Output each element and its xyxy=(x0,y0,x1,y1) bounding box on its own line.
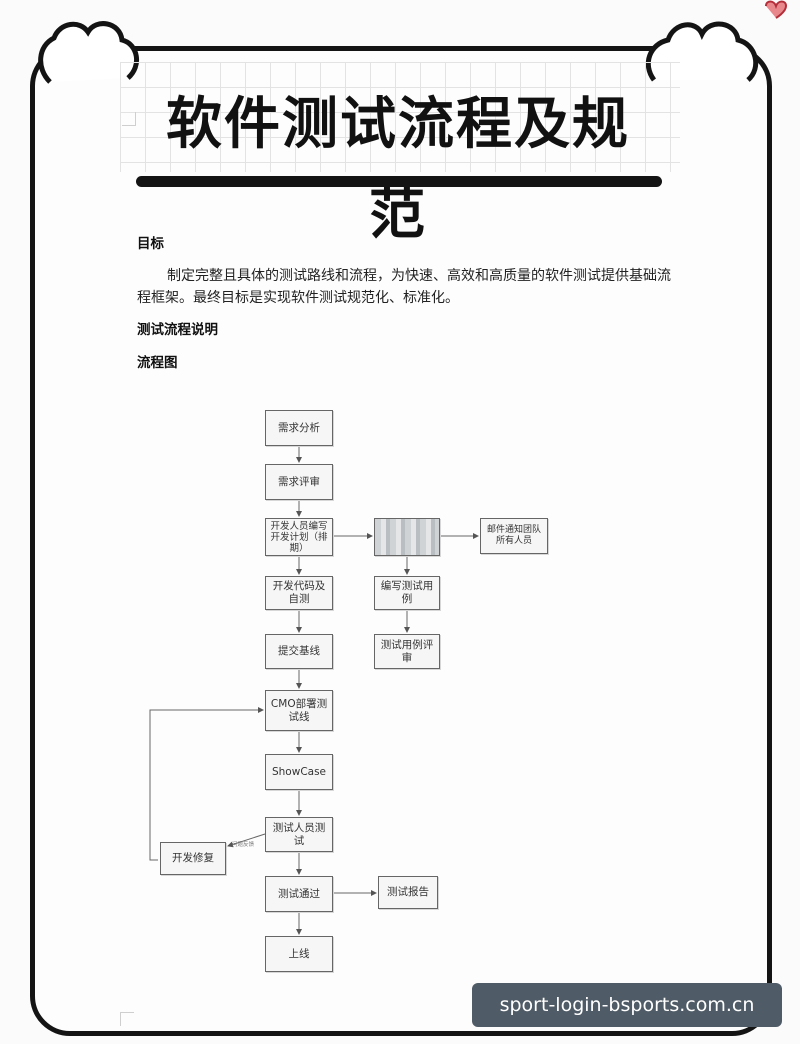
flow-node-test-pass: 测试通过 xyxy=(265,876,333,912)
flow-node-test-report: 测试报告 xyxy=(378,876,438,909)
flow-node-tester-test: 测试人员测试 xyxy=(265,817,333,852)
watermark: sport-login-bsports.com.cn xyxy=(472,983,782,1027)
flow-node-release: 上线 xyxy=(265,936,333,972)
corner-mark xyxy=(120,1012,134,1026)
flow-node-write-testcase: 编写测试用例 xyxy=(374,576,440,610)
goal-heading: 目标 xyxy=(137,236,164,252)
goal-paragraph: 制定完整且具体的测试路线和流程，为快速、高效和高质量的软件测试提供基础流程框架。… xyxy=(137,268,671,306)
flow-node-submit-baseline: 提交基线 xyxy=(265,634,333,669)
flow-node-blurred xyxy=(374,518,440,556)
flow-node-showcase: ShowCase xyxy=(265,754,333,790)
process-heading: 测试流程说明 xyxy=(137,322,218,338)
flow-node-email-notify: 邮件通知团队所有人员 xyxy=(480,518,548,554)
flow-node-dev-plan: 开发人员编写开发计划（排期） xyxy=(265,518,333,556)
flow-node-dev-fix: 开发修复 xyxy=(160,842,226,875)
flow-node-requirement-review: 需求评审 xyxy=(265,464,333,500)
heart-icon xyxy=(765,0,788,19)
flow-node-requirement-analysis: 需求分析 xyxy=(265,410,333,446)
left-hand-decoration xyxy=(38,21,139,84)
flow-node-testcase-review: 测试用例评审 xyxy=(374,634,440,669)
edge-label: 问题反馈 xyxy=(232,842,255,848)
flowchart-heading: 流程图 xyxy=(137,355,178,371)
flow-node-dev-code: 开发代码及自测 xyxy=(265,576,333,610)
page-title: 软件测试流程及规范 xyxy=(166,92,630,247)
flow-node-cmo-deploy: CMO部署测试线 xyxy=(265,690,333,731)
title-underline xyxy=(136,176,662,187)
corner-mark xyxy=(122,112,136,126)
title-grid-background xyxy=(120,62,680,172)
